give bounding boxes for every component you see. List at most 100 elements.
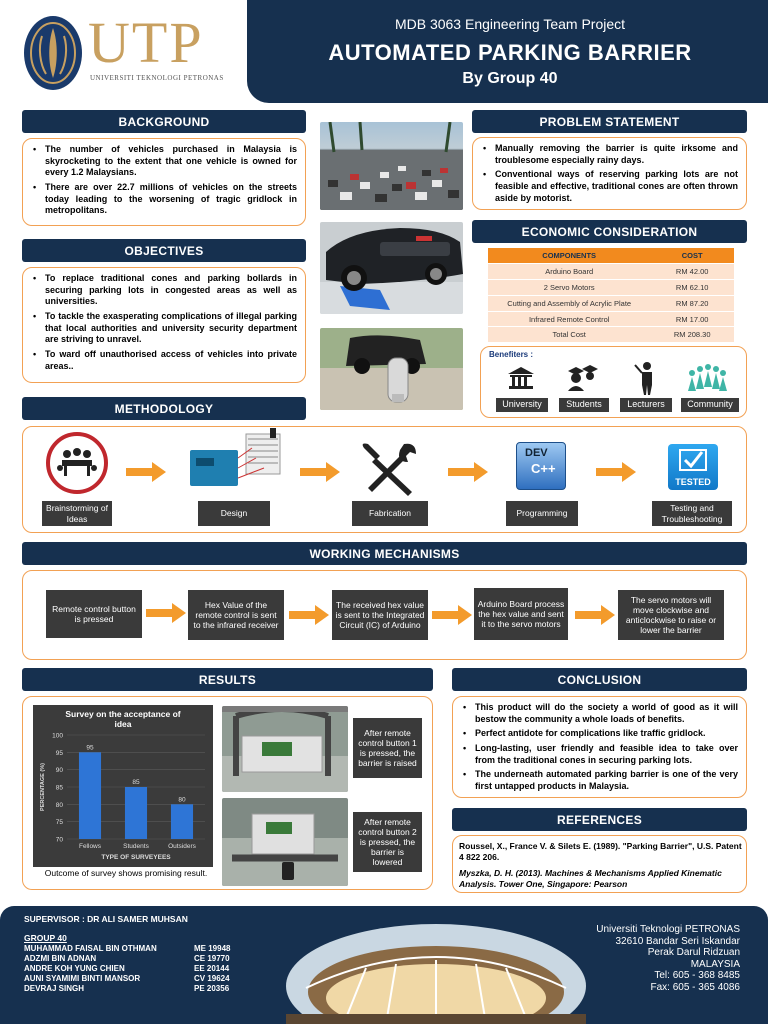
objective-item: To tackle the exasperating complications… — [31, 311, 297, 346]
member-name: MUHAMMAD FAISAL BIN OTHMAN — [24, 944, 157, 953]
chart-bar — [124, 787, 148, 839]
arduino-design-icon — [190, 428, 281, 486]
cost-item: Infrared Remote Control — [488, 311, 651, 328]
objectives-box: To replace traditional cones and parking… — [22, 267, 306, 383]
x-tick-label: Fellows — [79, 843, 102, 850]
benefiter-students: Students — [559, 398, 609, 412]
reference-2: Myszka, D. H. (2013). Machines & Mechani… — [459, 868, 722, 890]
tested-label: TESTED — [675, 477, 711, 487]
checkmark-icon — [679, 449, 707, 471]
member-id: EE 20144 — [194, 964, 230, 973]
problem-box: Manually removing the barrier is quite i… — [472, 137, 747, 210]
member-row: MUHAMMAD FAISAL BIN OTHMAN ME 19948 — [24, 944, 254, 954]
traffic-photo — [320, 122, 463, 210]
results-heading: RESULTS — [22, 668, 433, 691]
references-box: Roussel, X., France V. & Silets E. (1989… — [452, 835, 747, 893]
benefiter-university: University — [496, 398, 548, 412]
member-id: CE 19770 — [194, 954, 230, 963]
y-tick-label: 85 — [56, 785, 64, 792]
course-code: MDB 3063 Engineering Team Project — [394, 16, 626, 32]
conclusion-item: Perfect antidote for complications like … — [461, 728, 738, 740]
dev-cpp-icon: DEV C++ — [516, 442, 566, 490]
bar-value-label: 85 — [132, 779, 140, 786]
x-tick-label: Outsiders — [168, 843, 197, 850]
group-name: By Group 40 — [462, 70, 558, 87]
objectives-heading: OBJECTIVES — [22, 239, 306, 262]
cost-value: RM 87.20 — [650, 295, 734, 312]
supervisor: SUPERVISOR : DR ALI SAMER MUHSAN — [24, 914, 188, 924]
step-programming: Programming — [506, 501, 578, 526]
university-icon — [508, 367, 534, 389]
step-design: Design — [198, 501, 270, 526]
step-testing: Testing and Troubleshooting — [652, 501, 732, 526]
chart-background — [33, 705, 213, 867]
y-tick-label: 80 — [56, 802, 64, 809]
cost-table-header-cost: COST — [650, 248, 734, 265]
arrow-icon — [289, 605, 329, 625]
member-id: CV 19624 — [194, 974, 230, 983]
lecturer-icon — [634, 362, 652, 395]
address-line: Universiti Teknologi PETRONAS — [596, 924, 740, 935]
cost-item: Total Cost — [488, 326, 651, 344]
photo1-caption: After remote control button 1 is pressed… — [353, 718, 422, 778]
references-heading: REFERENCES — [452, 808, 747, 831]
photo2-caption: After remote control button 2 is pressed… — [353, 812, 422, 872]
background-box: The number of vehicles purchased in Mala… — [22, 138, 306, 226]
y-tick-label: 100 — [52, 733, 63, 740]
bar-value-label: 80 — [178, 796, 186, 803]
x-tick-label: Students — [123, 843, 149, 850]
member-name: DEVRAJ SINGH — [24, 984, 85, 993]
step-fabrication: Fabrication — [352, 501, 428, 526]
background-item: There are over 22.7 millions of vehicles… — [31, 182, 297, 217]
working-heading: WORKING MECHANISMS — [22, 542, 747, 565]
member-name: ANDRE KOH YUNG CHIEN — [24, 964, 125, 973]
working-step-5: The servo motors will move clockwise and… — [618, 590, 724, 640]
dev-label: DEV — [525, 447, 548, 459]
address-line: Tel: 605 - 368 8485 — [654, 970, 740, 981]
arrow-icon — [448, 462, 488, 482]
cost-value: RM 62.10 — [650, 279, 734, 296]
working-step-4: Arduino Board process the hex value and … — [474, 588, 568, 640]
benefiters-box: Benefiters : University Students Lecture… — [480, 346, 747, 418]
conclusion-item: Long-lasting, user friendly and feasible… — [461, 743, 738, 766]
students-icon — [568, 365, 598, 391]
group-label: GROUP 40 — [24, 933, 67, 943]
tested-icon: TESTED — [668, 444, 718, 490]
working-step-2: Hex Value of the remote control is sent … — [188, 590, 284, 640]
car-photo — [320, 222, 463, 314]
arrow-icon — [300, 462, 340, 482]
member-row: ADZMI BIN ADNAN CE 19770 — [24, 954, 254, 964]
cost-item: 2 Servo Motors — [488, 279, 651, 296]
methodology-heading: METHODOLOGY — [22, 397, 306, 420]
conclusion-box: This product will do the society a world… — [452, 696, 747, 798]
member-id: ME 19948 — [194, 944, 231, 953]
logo: UTP UNIVERSITI TEKNOLOGI PETRONAS — [22, 12, 242, 94]
problem-heading: PROBLEM STATEMENT — [472, 110, 747, 133]
utp-emblem-icon — [24, 16, 82, 90]
x-axis-title: TYPE OF SURVEYEES — [101, 854, 171, 861]
conclusion-item: The underneath automated parking barrier… — [461, 769, 738, 792]
conclusion-item: This product will do the society a world… — [461, 702, 738, 725]
chart-bar — [78, 752, 102, 839]
address-block: Universiti Teknologi PETRONAS 32610 Band… — [596, 924, 740, 993]
y-tick-label: 75 — [56, 819, 64, 826]
objective-item: To replace traditional cones and parking… — [31, 273, 297, 308]
address-line: 32610 Bandar Seri Iskandar — [615, 935, 740, 947]
benefiters-label: Benefiters : — [489, 350, 534, 359]
working-step-1: Remote control button is pressed — [46, 590, 142, 638]
y-axis-title: PERCENTAGE (%) — [40, 763, 46, 811]
arrow-icon — [432, 605, 472, 625]
y-tick-label: 90 — [56, 767, 64, 774]
y-tick-label: 70 — [56, 837, 64, 844]
logo-subtext: UNIVERSITI TEKNOLOGI PETRONAS — [90, 74, 224, 82]
problem-item: Manually removing the barrier is quite i… — [481, 143, 738, 166]
poster-title: AUTOMATED PARKING BARRIER — [328, 40, 692, 65]
benefiter-lecturers: Lecturers — [620, 398, 672, 412]
member-name: ADZMI BIN ADNAN — [24, 954, 97, 963]
conclusion-heading: CONCLUSION — [452, 668, 747, 691]
cost-item: Cutting and Assembly of Acrylic Plate — [488, 295, 651, 312]
working-step-3: The received hex value is sent to the In… — [332, 590, 428, 640]
